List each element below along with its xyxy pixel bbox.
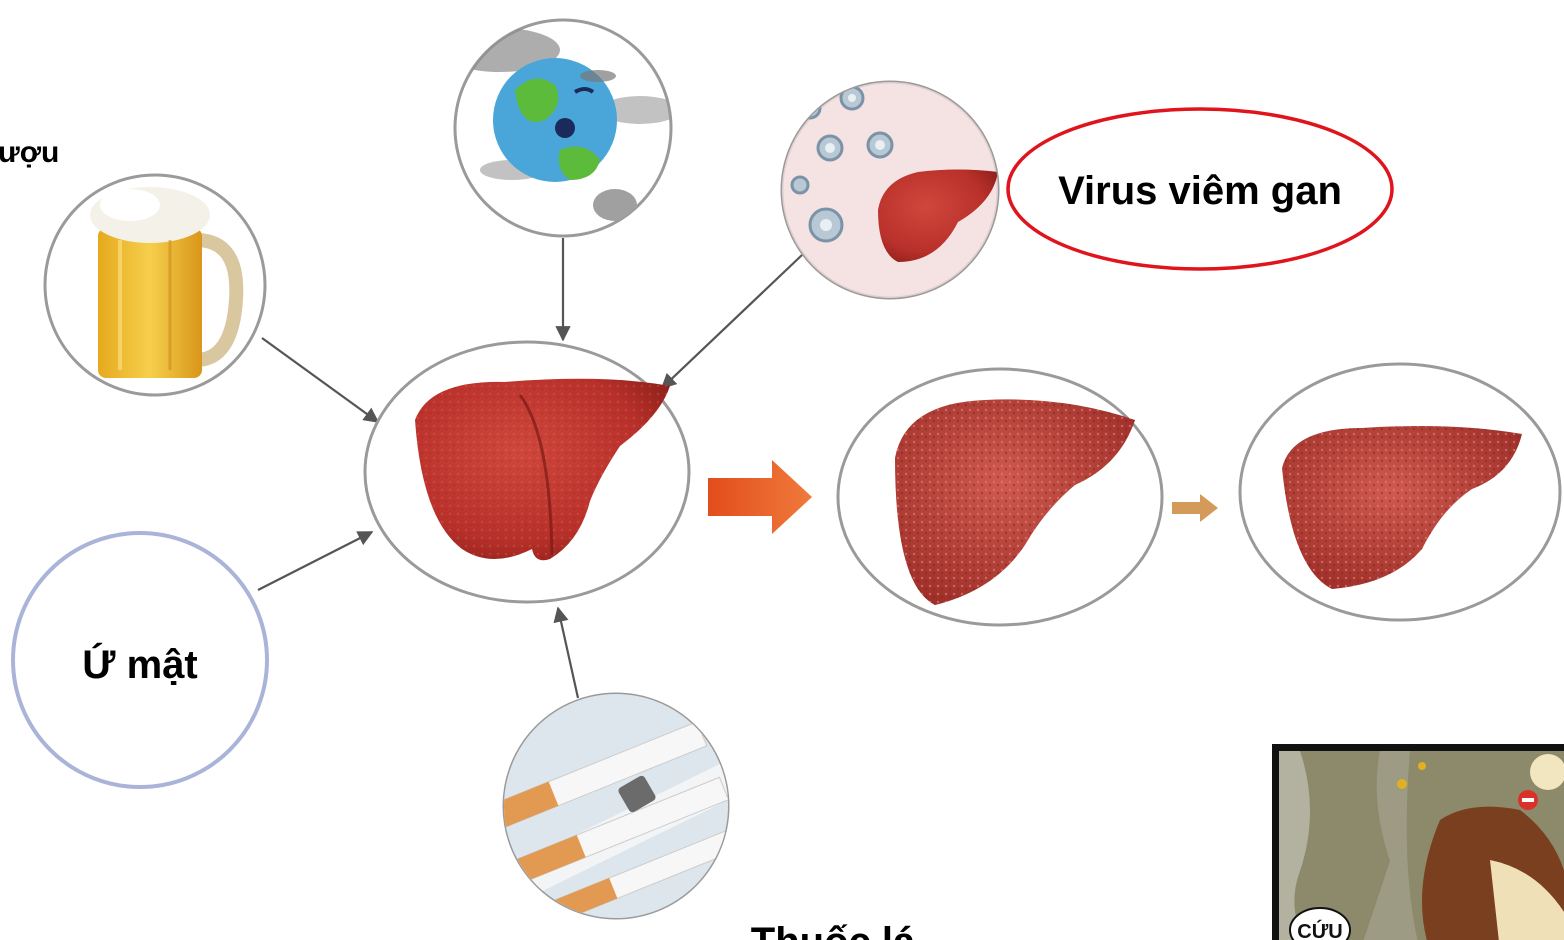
fibrotic-liver-icon [838,369,1162,625]
cirrhotic-liver-icon [1240,364,1560,620]
arrow-cholestasis-to-liver [258,532,372,590]
progression-arrow-small [1172,494,1218,522]
arrow-alcohol-to-liver [262,338,378,422]
cholestasis-label: Ứ mật [82,641,197,687]
poster-text: CỨU [1297,919,1342,940]
tobacco-label: Thuốc lá [751,920,916,940]
arrow-tobacco-to-liver [558,608,578,698]
virus-liver-icon [782,82,998,298]
alcohol-label: ượu [0,136,59,169]
cigarette-icon [484,694,747,932]
healthy-liver-icon [365,342,689,602]
virus-label: Virus viêm gan [1058,169,1342,213]
arrow-virus-to-liver [662,255,802,388]
polluted-earth-icon [440,20,680,236]
alcohol-poster-icon: CỨU [1272,744,1564,940]
progression-arrow-large [708,460,812,534]
beer-mug-icon [45,175,265,395]
